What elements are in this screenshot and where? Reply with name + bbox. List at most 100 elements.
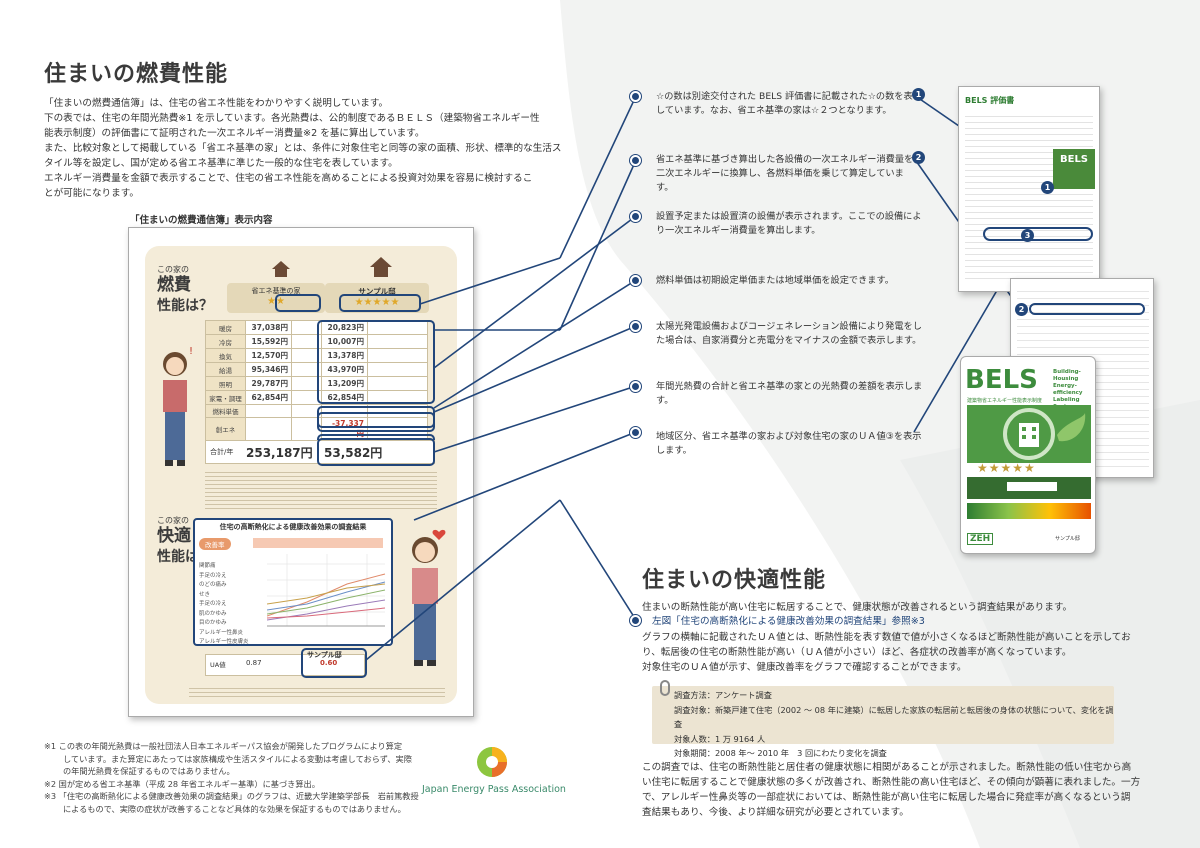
section1-para: 能表示制度）の評価書にて証明された一次エネルギー消費量※2 を基に算出しています… <box>44 128 425 139</box>
callout-fuel-rate: 燃料単価は初期設定単価または地域単価を設定できます。 <box>656 275 894 286</box>
section2-para: グラフの横軸に記載されたＵＡ値とは、断熱性能を表す数値で値が小さくなるほど断熱性… <box>642 632 1131 643</box>
highlight-frame-ua-doc <box>983 227 1093 241</box>
footnote-line: の年間光熱費を保証するものではありません。 <box>44 766 235 776</box>
bels-label-plate: BELS Building-Housing Energy-efficiency … <box>960 356 1096 554</box>
callout-number-1: 1 <box>912 88 925 101</box>
callout-bullet <box>630 321 641 332</box>
chart-legend: 関節痛手足の冷えのどの痛みせき手足の冷え肌のかゆみ目のかゆみアレルギー性鼻炎アレ… <box>199 562 249 648</box>
callout-bullet <box>630 275 641 286</box>
bels-sample-caption: サンプル邸 <box>1055 536 1080 542</box>
ua-row: UA値 0.87 0.60 <box>205 654 365 676</box>
footnote-line: ※1 この表の年間光熱費は一般社団法人日本エネルギーパス協会が開発したプログラム… <box>44 741 403 751</box>
highlight-frame-detail <box>1029 303 1145 315</box>
cost-row-label: 暖房 <box>205 320 246 335</box>
card-fine-print <box>205 470 437 512</box>
callout-generation: 太陽光発電設備およびコージェネレーション設備により発電をした場合は、自家消費分と… <box>656 321 922 346</box>
chart-legend-item: せき <box>199 591 211 598</box>
base-house-label: 省エネ基準の家 <box>251 287 301 295</box>
section2-ref: 左図「住宅の高断熱化による健康改善効果の調査結果」参照※3 <box>652 616 925 627</box>
bels-doc-header: BELS 評価書 <box>965 96 1015 105</box>
woman-illustration: ! <box>149 346 201 476</box>
callout-energy: 省エネ基準に基づき算出した各設備の一次エネルギー消費量を二次エネルギーに換算し、… <box>656 154 914 193</box>
card-heading-small: この家の <box>157 516 189 525</box>
conclusion-line: で、アレルギー性鼻炎等の一部症状においては、断熱性能が高い住宅に転居した場合に発… <box>642 792 1131 803</box>
conclusion-line: い住宅に転居することで健康状態の多くが改善され、断熱性能の高い住宅ほど、その傾向… <box>642 777 1141 788</box>
chart-legend-item: アレルギー性皮膚炎 <box>199 639 249 645</box>
cost-row-sample-note <box>367 362 428 377</box>
footnote-line: ※3 「住宅の高断熱化による健康改善効果の調査結果」のグラフは、近畿大学建築学部… <box>44 791 419 801</box>
sample-house-stars: ★★★★★ <box>354 297 400 308</box>
cost-row-sample-note <box>367 376 428 391</box>
callout-bullet <box>630 615 641 626</box>
bels-evaluation-doc: BELS 評価書 BELS 1 3 <box>958 86 1100 292</box>
sample-house-label: サンプル邸 <box>358 287 396 296</box>
highlight-frame-base-stars <box>275 294 321 312</box>
section1-para: エネルギー消費量を金額で表示することで、住宅の省エネ性能を高めることによる投資対… <box>44 173 533 184</box>
bels-building-graphic <box>967 405 1091 463</box>
health-chart: 住宅の高断熱化による健康改善効果の調査結果 改善率 関節痛手足の冷えのどの痛みせ… <box>193 518 393 646</box>
callout-ua: 地域区分、省エネ基準の家および対象住宅の家のＵＡ値③を表示します。 <box>656 431 922 456</box>
bels-score-bar <box>967 477 1091 499</box>
card-heading-big: 快適 <box>157 526 191 546</box>
chart-legend-item: 手足の冷え <box>199 572 227 579</box>
callout-bullet <box>630 211 641 222</box>
section1-para: 「住まいの燃費通信簿」は、住宅の省エネ性能をわかりやすく説明しています。 <box>44 98 389 109</box>
chart-legend-item: アレルギー性鼻炎 <box>199 629 244 636</box>
card-heading-big: 燃費 <box>157 275 191 295</box>
cost-row-base <box>245 417 292 441</box>
display-caption: 「住まいの燃費通信簿」表示内容 <box>130 215 273 226</box>
chart-legend-item: 目のかゆみ <box>199 620 227 626</box>
cost-row-sample: 20,823円 <box>321 320 368 335</box>
highlight-frame-ua <box>301 648 367 678</box>
total-base: 253,187円 <box>246 446 313 460</box>
callout-bullet <box>630 381 641 392</box>
bels-stars: ★★★★★ <box>977 461 1036 475</box>
total-label: 合計/年 <box>210 448 234 456</box>
bels-sub-caption: 建築物省エネルギー性能表示制度 <box>967 398 1043 404</box>
cost-row-sample-note <box>367 348 428 363</box>
section1-para: とが可能になります。 <box>44 188 139 199</box>
house-icon <box>271 260 291 278</box>
bels-mini-logo: BELS <box>1053 149 1095 189</box>
cost-row-sample: 62,854円 <box>321 390 368 405</box>
footnote-line: ※2 国が定める省エネ基準（平成 28 年省エネルギー基準）に基づき算出。 <box>44 778 320 789</box>
section2-title: 住まいの快適性能 <box>642 568 827 593</box>
card-fine-print-bottom <box>189 686 445 698</box>
svg-text:!: ! <box>189 346 193 357</box>
callout-number-2: 2 <box>912 151 925 164</box>
card-heading-fuel: この家の 燃費 性能は？ <box>157 264 213 315</box>
section2-para: り、転居後の住宅の断熱性能が高い（ＵＡ値が小さい）ほど、各症状の改善率が高くなっ… <box>642 647 1072 658</box>
survey-period: 対象期間：2008 年～ 2010 年 3 回にわたり変化を調査 <box>674 748 887 758</box>
zeh-mark: ZEH <box>967 533 994 545</box>
highlight-frame-sample-stars <box>339 294 421 312</box>
callout-number-3: 3 <box>1021 229 1034 242</box>
footnote-line: しています。また算定にあたっては家族構成や生活スタイルによる変動は考慮しておらず… <box>44 753 412 764</box>
cost-row-base-note <box>291 334 322 349</box>
chart-banner <box>253 538 383 548</box>
footnote-line: によるもので、実際の症状が改善することなど具体的な効果を保証するものではありませ… <box>44 803 406 814</box>
callout-total: 年間光熱費の合計と省エネ基準の家との光熱費の差額を表示します。 <box>656 381 923 406</box>
survey-method: 調査方法：アンケート調査 <box>674 690 772 700</box>
chart-legend-item: のどの痛み <box>199 582 227 588</box>
callout-bullet <box>630 155 641 166</box>
section1-body: 「住まいの燃費通信簿」は、住宅の省エネ性能をわかりやすく説明しています。 下の表… <box>44 96 564 201</box>
association-logo-icon <box>474 744 510 780</box>
section2-lead: 住まいの断熱性能が高い住宅に転居することで、健康状態が改善されるという調査結果が… <box>642 602 1073 613</box>
bels-doc-lines <box>965 111 1093 283</box>
survey-info-box: 調査方法：アンケート調査 調査対象：新築戸建て住宅（2002 ～ 08 年に建築… <box>652 686 1114 758</box>
woman-illustration <box>399 528 451 678</box>
conclusion-line: 査結果もあり、今後、より詳細な研究が必要とされています。 <box>642 807 909 818</box>
section1-title: 住まいの燃費性能 <box>44 62 229 87</box>
callout-stars: ☆の数は別途交付された BELS 評価書に記載された☆の数を表しています。なお、… <box>656 91 913 116</box>
bels-gradient-scale <box>967 503 1091 519</box>
section2-para: 対象住宅のＵＡ値が示す、健康改善率をグラフで確認することができます。 <box>642 662 967 673</box>
ua-label: UA値 <box>210 661 226 669</box>
bels-score-box <box>1007 482 1057 491</box>
cost-row-label: 燃料単価 <box>205 404 246 418</box>
